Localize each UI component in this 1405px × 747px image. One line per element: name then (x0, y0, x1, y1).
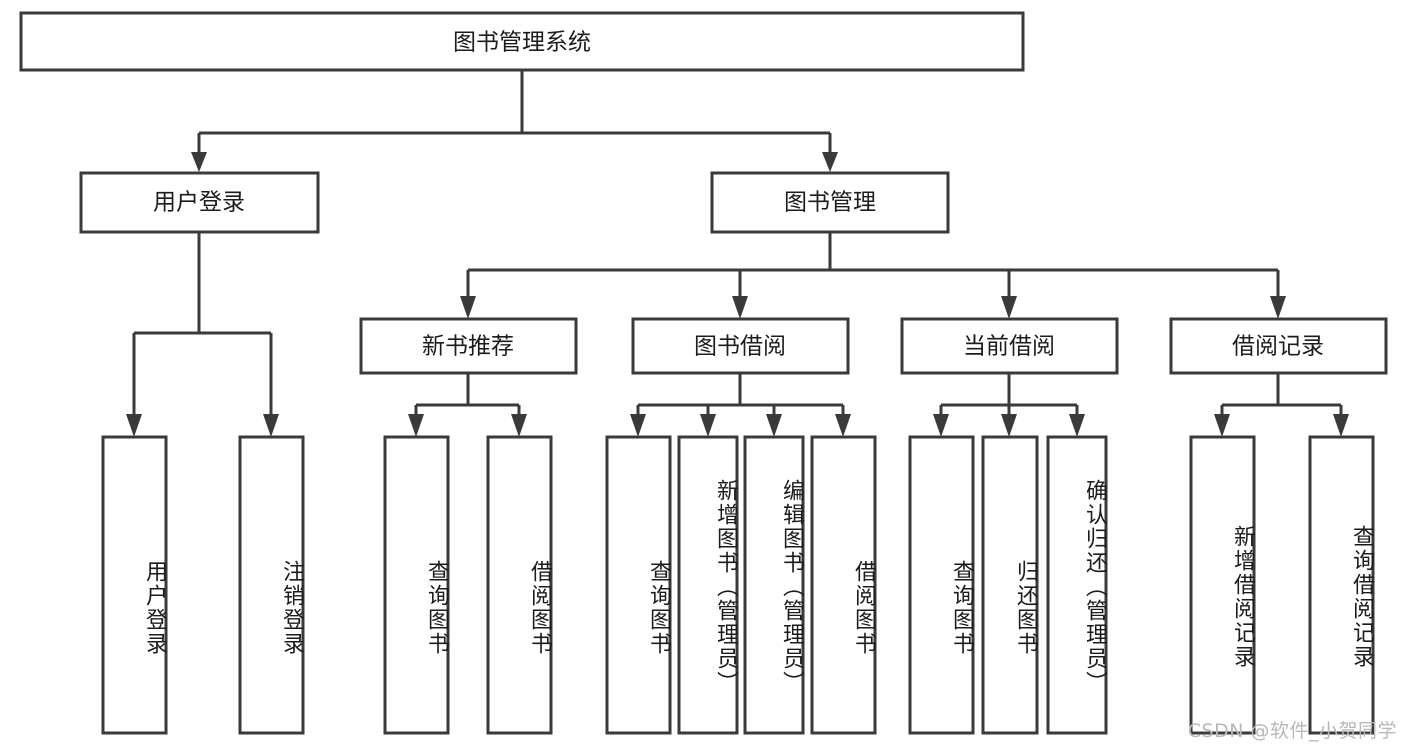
arrow-head-book-mgmt (822, 152, 838, 172)
node-new-book-recommend-label: 新书推荐 (422, 334, 514, 360)
arrow-head-leaf-query-book-3 (933, 414, 949, 437)
leaf-box-edit-book[interactable] (743, 435, 805, 735)
arrow-head-leaf-return-book (1001, 414, 1017, 437)
leaf-box-add-record[interactable] (1189, 435, 1256, 735)
node-user-login-label: 用户登录 (153, 190, 245, 216)
leaf-box-borrow-book-1[interactable] (486, 435, 553, 735)
arrow-head-leaf-borrow-book-2 (835, 414, 851, 437)
node-current-borrow-box[interactable] (900, 317, 1119, 375)
watermark-text: CSDN @软件_小贺同学 (1187, 720, 1397, 742)
node-current-borrow[interactable]: 当前借阅 (900, 317, 1119, 375)
arrow-head-leaf-confirm-return (1069, 414, 1085, 437)
arrow-head-leaf-query-book-1 (408, 414, 424, 437)
connector-root-to-level1 (191, 70, 838, 172)
connector-book-mgmt-to-level2 (460, 232, 1286, 319)
node-borrow-record-box[interactable] (1169, 317, 1388, 375)
leaf-box-user-login[interactable] (101, 435, 168, 735)
arrow-head-leaf-query-record (1333, 414, 1349, 437)
arrow-head-current-borrow (1001, 296, 1017, 319)
node-new-book-recommend-box[interactable] (359, 317, 578, 375)
connector-book-borrow-to-leaves (630, 373, 851, 437)
leaf-box-add-book[interactable] (677, 435, 739, 735)
node-root-box[interactable] (19, 11, 1025, 72)
node-book-management-box[interactable] (710, 171, 950, 234)
connector-user-login-to-leaves (126, 232, 279, 437)
node-new-book-recommend[interactable]: 新书推荐 (359, 317, 578, 375)
arrow-head-user-login (191, 152, 207, 172)
node-book-borrow[interactable]: 图书借阅 (631, 317, 850, 375)
arrow-head-book-borrow (732, 296, 748, 319)
leaf-box-logout[interactable] (238, 435, 305, 735)
arrow-head-leaf-add-record (1214, 414, 1230, 437)
node-book-management-label: 图书管理 (784, 190, 876, 216)
node-book-management[interactable]: 图书管理 (710, 171, 950, 234)
node-book-borrow-label: 图书借阅 (694, 334, 786, 360)
connector-current-borrow-to-leaves (933, 373, 1085, 437)
node-current-borrow-label: 当前借阅 (963, 334, 1055, 360)
connector-borrow-record-to-leaves (1214, 373, 1349, 437)
leaf-box-confirm-return[interactable] (1046, 435, 1108, 735)
leaf-box-query-record[interactable] (1308, 435, 1375, 735)
node-borrow-record-label: 借阅记录 (1232, 334, 1324, 360)
arrow-head-leaf-edit-book (766, 414, 782, 437)
connector-new-book-to-leaves (408, 373, 527, 437)
leaf-box-query-book-1[interactable] (383, 435, 450, 735)
node-book-borrow-box[interactable] (631, 317, 850, 375)
leaf-box-return-book[interactable] (981, 435, 1039, 735)
leaf-box-query-book-3[interactable] (908, 435, 975, 735)
arrow-head-leaf-borrow-book-1 (511, 414, 527, 437)
arrow-head-leaf-query-book-2 (630, 414, 646, 437)
arrow-head-new-book-rec (460, 296, 476, 319)
node-user-login[interactable]: 用户登录 (79, 171, 320, 234)
arrow-head-leaf-add-book (700, 414, 716, 437)
node-root-label: 图书管理系统 (453, 30, 591, 56)
node-root[interactable]: 图书管理系统 (19, 11, 1025, 72)
arrow-head-leaf-user-login (126, 414, 142, 437)
leaf-box-borrow-book-2[interactable] (810, 435, 877, 735)
arrow-head-leaf-logout (263, 414, 279, 437)
leaf-box-query-book-2[interactable] (605, 435, 672, 735)
node-borrow-record[interactable]: 借阅记录 (1169, 317, 1388, 375)
arrow-head-borrow-record (1270, 296, 1286, 319)
